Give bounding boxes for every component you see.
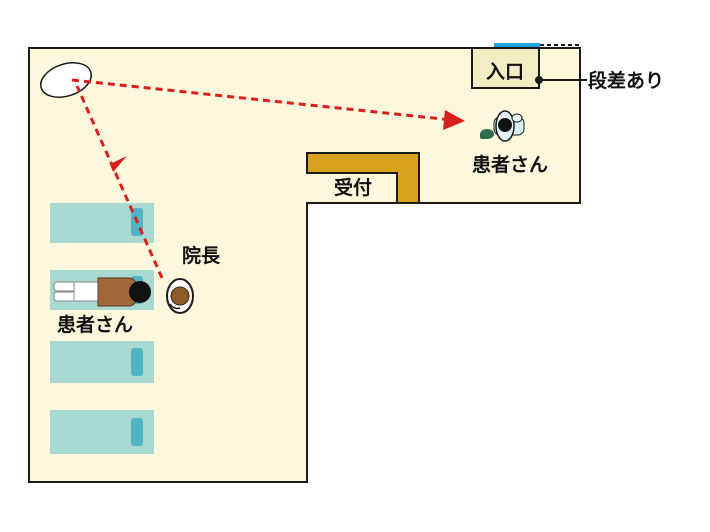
patient-bed-label: 患者さん — [57, 313, 133, 336]
route-mirror-to-patient — [71, 78, 453, 122]
entrance-box — [471, 47, 540, 89]
arrow-icon — [443, 110, 465, 130]
bed-3 — [50, 341, 154, 383]
bed-pillow — [131, 348, 143, 376]
reception-counter — [306, 152, 420, 204]
bed-pillow — [131, 418, 143, 446]
director-label: 院長 — [182, 244, 221, 267]
arrow-icon — [110, 156, 127, 172]
patient-lying-icon — [53, 277, 151, 307]
floor-area — [28, 47, 581, 483]
director-icon — [166, 278, 194, 314]
entrance-label: 入口 — [486, 61, 524, 83]
bed-1 — [50, 203, 154, 243]
bed-4 — [50, 410, 154, 454]
step-label: 段差あり — [588, 69, 664, 92]
route-director-to-mirror — [75, 85, 164, 279]
patient-standing-icon — [480, 110, 525, 142]
reception-label: 受付 — [334, 176, 372, 199]
patient-top-label: 患者さん — [472, 153, 548, 176]
